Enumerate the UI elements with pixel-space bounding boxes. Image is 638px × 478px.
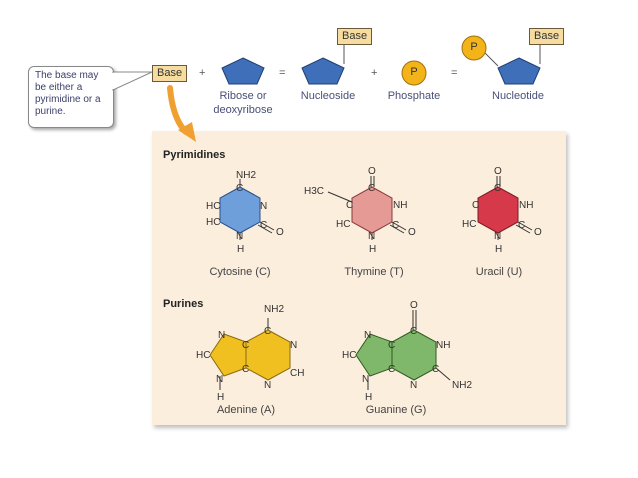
uracil-c1: C [494,183,501,194]
phosphate-symbol: P [410,66,418,78]
base-box: Base [152,65,188,82]
uracil-o2: O [534,227,542,238]
callout-pointer [112,71,153,91]
adenine-ch: CH [290,368,304,379]
cytosine-label: Cytosine (C) [209,266,271,278]
adenine-c3: C [242,364,249,375]
nucleotide-base-box: Base [529,28,565,45]
nucleoside-label: Nucleoside [300,90,356,102]
guanine-n3: N [410,380,417,391]
guanine-n1: N [364,330,371,341]
thymine-o2: O [408,227,416,238]
guanine-nh: NH [436,340,450,351]
plus-sign-1: + [199,67,206,79]
guanine-o: O [410,300,418,311]
guanine-molecule: O C N NH C HC C C N N NH2 H [342,300,472,403]
uracil-n: N [494,231,501,242]
thymine-n: N [368,231,375,242]
cytosine-h: H [237,244,244,255]
cytosine-hc2: HC [206,217,220,228]
adenine-nh2: NH2 [264,304,284,315]
cytosine-n1: N [260,201,267,212]
thymine-c1: C [368,183,375,194]
cytosine-molecule: NH2 C N HC HC C N H O [206,170,284,255]
thymine-o1: O [368,166,376,177]
equals-sign-1: = [279,67,286,79]
adenine-label: Adenine (A) [216,404,276,416]
base-arrow [167,85,196,142]
nucleoside-base-box: Base [337,28,373,45]
sugar-pentagon [221,57,265,85]
plus-sign-2: + [371,67,378,79]
nucleotide-diagram [461,35,541,85]
adenine-n4: N [264,380,271,391]
uracil-c2: C [472,200,479,211]
thymine-label: Thymine (T) [344,266,404,278]
adenine-n2: N [290,340,297,351]
phosphate-circle [401,60,427,86]
nucleoside-diagram [301,45,345,85]
sugar-label: Ribose or deoxyribose [213,90,273,116]
adenine-molecule: NH2 C N N C HC C CH N N H [196,304,304,403]
guanine-c3: C [388,364,395,375]
uracil-label: Uracil (U) [475,266,523,278]
callout-text: The base may be either a pyrimidine or a… [35,70,101,117]
uracil-nh: NH [519,200,533,211]
phosphate-label: Phosphate [387,90,441,102]
base-label: Base [157,67,183,79]
adenine-n3: N [216,374,223,385]
nucleotide-label: Nucleotide [492,90,544,102]
guanine-n2: N [362,374,369,385]
thymine-nh: NH [393,200,407,211]
equals-sign-2: = [451,67,458,79]
thymine-c2: C [346,200,353,211]
purines-title: Purines [163,298,204,310]
base-callout: The base may be either a pyrimidine or a… [28,66,114,128]
guanine-c1: C [410,326,417,337]
adenine-c2: C [242,340,249,351]
guanine-nh2: NH2 [452,380,472,391]
pyrimidines-title: Pyrimidines [163,149,226,161]
uracil-molecule: O C C NH HC C N H O [462,166,542,255]
cytosine-c1: C [236,183,243,194]
cytosine-c2: C [260,220,267,231]
adenine-c1: C [264,326,271,337]
guanine-c4: C [432,364,439,375]
cytosine-o: O [276,227,284,238]
guanine-c2: C [388,340,395,351]
guanine-label: Guanine (G) [365,404,427,416]
thymine-hc: HC [336,219,350,230]
thymine-h: H [369,244,376,255]
uracil-c3: C [518,220,525,231]
uracil-o1: O [494,166,502,177]
cytosine-nh2: NH2 [236,170,256,181]
cytosine-n2: N [236,231,243,242]
uracil-h: H [495,244,502,255]
adenine-n1: N [218,330,225,341]
adenine-h: H [217,392,224,403]
thymine-c3: C [392,220,399,231]
cytosine-hc1: HC [206,201,220,212]
nucleotide-phosphate-symbol: P [470,41,478,53]
guanine-hc: HC [342,350,356,361]
guanine-h: H [365,392,372,403]
thymine-h3c: H3C [304,186,324,197]
uracil-hc: HC [462,219,476,230]
adenine-hc: HC [196,350,210,361]
thymine-molecule: O C H3C C NH HC C N H O [304,166,416,255]
